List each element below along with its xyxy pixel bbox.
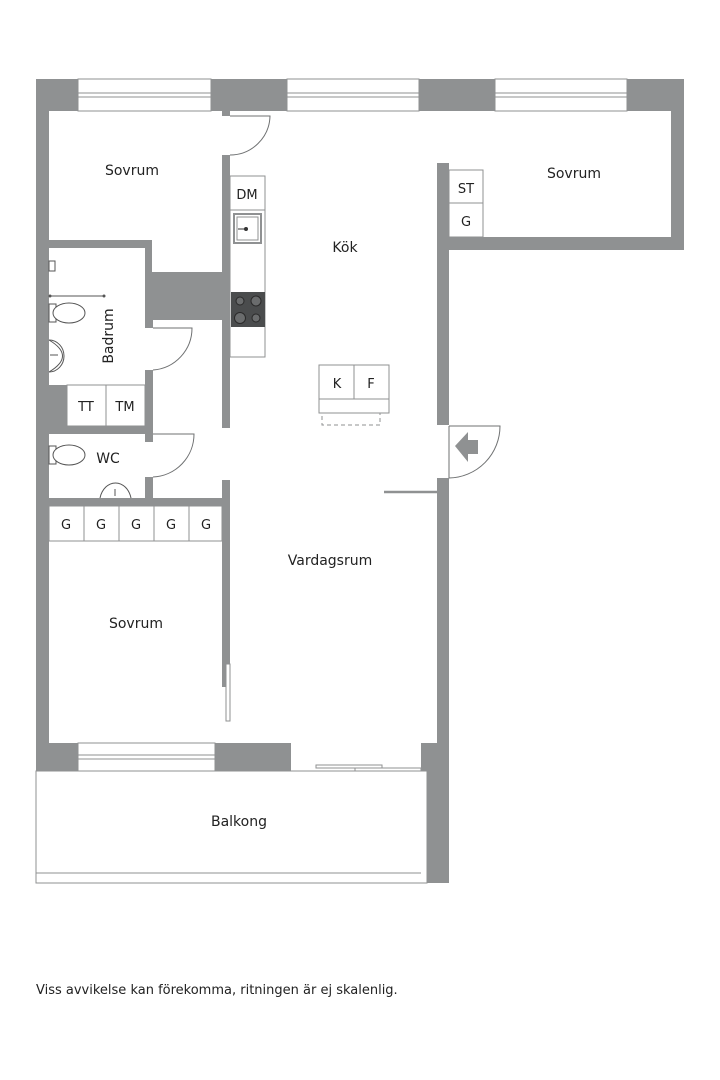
wc-sink-icon xyxy=(99,482,132,499)
wardrobe-ne-label: G xyxy=(461,215,471,230)
floor-plan: DM ST G K F xyxy=(35,78,684,884)
bath-sink-icon xyxy=(48,339,65,373)
disclaimer-text: Viss avvikelse kan förekomma, ritningen … xyxy=(36,983,398,998)
ne-storage: ST G xyxy=(448,169,484,238)
wardrobe-label: G xyxy=(96,518,106,533)
room-sovrum-ne: Sovrum xyxy=(547,166,601,182)
kitchen-counter: DM xyxy=(229,175,266,358)
sink-icon xyxy=(233,213,262,244)
freezer-label: F xyxy=(367,377,374,392)
interior-walls xyxy=(36,111,449,687)
top-windows xyxy=(77,78,628,112)
fridge-freezer: K F xyxy=(318,364,390,426)
wardrobe-label: G xyxy=(201,518,211,533)
doors xyxy=(152,115,501,722)
dryer-label: TT xyxy=(77,400,94,415)
stove-icon xyxy=(231,292,265,327)
sw-wardrobes: G G G G G xyxy=(48,505,223,542)
room-balkong: Balkong xyxy=(211,814,267,830)
room-badrum: Badrum xyxy=(101,308,117,363)
room-sovrum-nw: Sovrum xyxy=(105,163,159,179)
room-wc: WC xyxy=(96,451,120,467)
wc-fixtures xyxy=(48,444,132,499)
washer-label: TM xyxy=(114,400,134,415)
wardrobe-label: G xyxy=(61,518,71,533)
bathroom-fixtures: TT TM xyxy=(48,260,146,427)
room-sovrum-sw: Sovrum xyxy=(109,616,163,632)
balcony xyxy=(35,770,428,884)
room-kok: Kök xyxy=(332,240,358,256)
storage-st-label: ST xyxy=(458,182,474,197)
wc-toilet-icon xyxy=(48,444,86,466)
room-vardagsrum: Vardagsrum xyxy=(288,553,373,569)
wardrobe-label: G xyxy=(166,518,176,533)
room-labels: Sovrum Sovrum Kök Badrum WC Vardagsrum S… xyxy=(96,163,601,830)
entrance-arrow-icon xyxy=(455,432,478,462)
wardrobe-label: G xyxy=(131,518,141,533)
toilet-icon xyxy=(48,302,86,324)
shower-icon xyxy=(48,260,106,298)
dishwasher-label: DM xyxy=(236,188,257,203)
fridge-label: K xyxy=(333,377,342,392)
